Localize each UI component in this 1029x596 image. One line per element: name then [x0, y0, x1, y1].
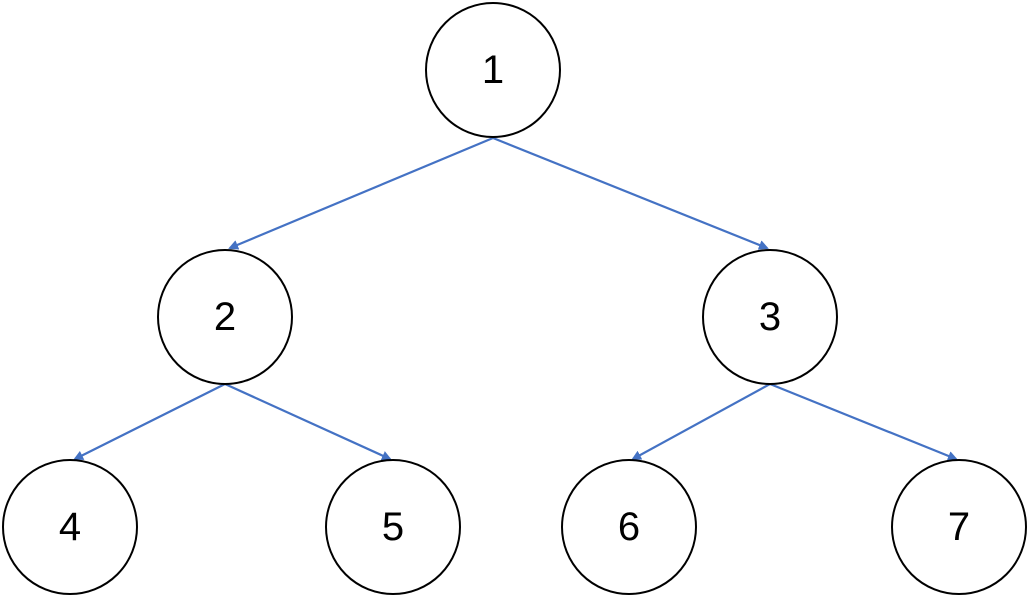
edge-1-to-3	[492, 136, 769, 250]
tree-node-6: 6	[561, 459, 697, 595]
node-circle	[891, 459, 1027, 595]
tree-node-7: 7	[891, 459, 1027, 595]
node-label: 6	[618, 505, 640, 549]
node-label: 4	[59, 505, 81, 549]
node-label: 7	[948, 505, 970, 549]
tree-node-5: 5	[325, 459, 461, 595]
edge-3-to-7	[769, 382, 958, 461]
node-circle	[425, 2, 561, 138]
node-circle	[325, 459, 461, 595]
node-circle	[2, 459, 138, 595]
tree-node-3: 3	[702, 249, 838, 385]
edge-2-to-4	[73, 383, 226, 460]
node-label: 5	[382, 505, 404, 549]
tree-node-2: 2	[157, 249, 293, 385]
node-label: 1	[482, 48, 504, 92]
edge-3-to-6	[631, 383, 771, 460]
node-label: 2	[214, 295, 236, 339]
edge-2-to-5	[224, 382, 392, 461]
node-circle	[561, 459, 697, 595]
edges-group	[73, 136, 958, 461]
tree-node-1: 1	[425, 2, 561, 138]
edge-1-to-2	[228, 136, 494, 250]
tree-node-4: 4	[2, 459, 138, 595]
node-circle	[157, 249, 293, 385]
node-circle	[702, 249, 838, 385]
node-label: 3	[759, 295, 781, 339]
